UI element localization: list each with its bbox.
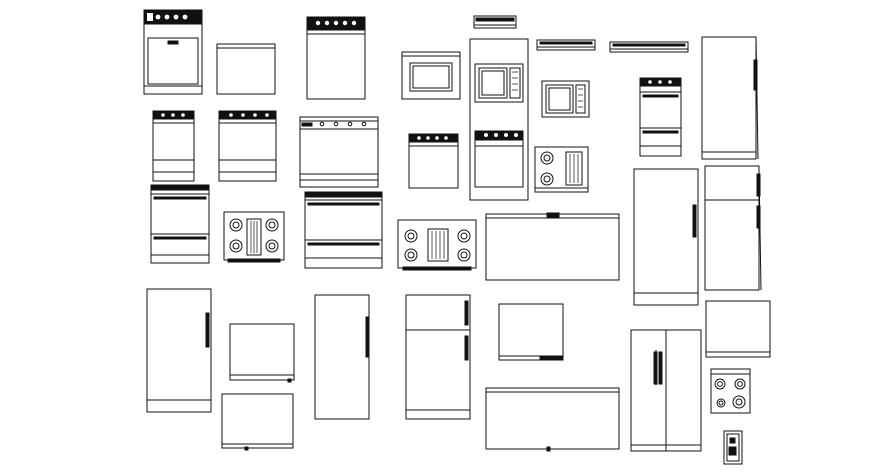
refrigerator-single-left [146, 288, 212, 413]
dishwasher-elevation-3 [408, 133, 459, 189]
range-hood-slim [536, 39, 596, 51]
cooktop-plan-wide-grill [397, 219, 477, 271]
refrigerator-side-right [704, 165, 762, 291]
counter-panel-wide [485, 212, 620, 281]
cooktop-plan-four [710, 368, 751, 414]
countertop-microwave [541, 80, 590, 118]
dryer-box [498, 303, 564, 361]
counter-panel-low [485, 387, 620, 452]
refrigerator-top-freezer [405, 294, 471, 420]
range-elevation-tall [639, 77, 682, 157]
thermostat-small [723, 430, 743, 465]
undercounter-panel [216, 43, 276, 95]
range-elevation-small [152, 110, 195, 182]
double-oven-range [150, 184, 210, 264]
dishwasher-elevation-2 [306, 16, 366, 100]
cooktop-plan-grill [223, 211, 285, 263]
range-hood-long [609, 41, 689, 53]
dishwasher-elevation [143, 9, 203, 95]
double-oven-range-wide [304, 191, 383, 269]
side-by-side-refrigerator [630, 329, 702, 452]
range-hood-small [473, 15, 517, 29]
panel-box-right [705, 300, 771, 358]
wall-oven-microwave-tower [469, 38, 529, 201]
cooktop-plan-square [534, 146, 589, 193]
microwave-elevation [401, 51, 461, 100]
range-elevation-medium [218, 110, 277, 182]
washer-box [229, 323, 295, 383]
refrigerator-side-tall [701, 36, 759, 160]
refrigerator-tall-narrow [314, 294, 370, 420]
refrigerator-single-door [633, 168, 699, 306]
washer-box-low [221, 393, 294, 451]
range-elevation-wide [299, 116, 379, 188]
